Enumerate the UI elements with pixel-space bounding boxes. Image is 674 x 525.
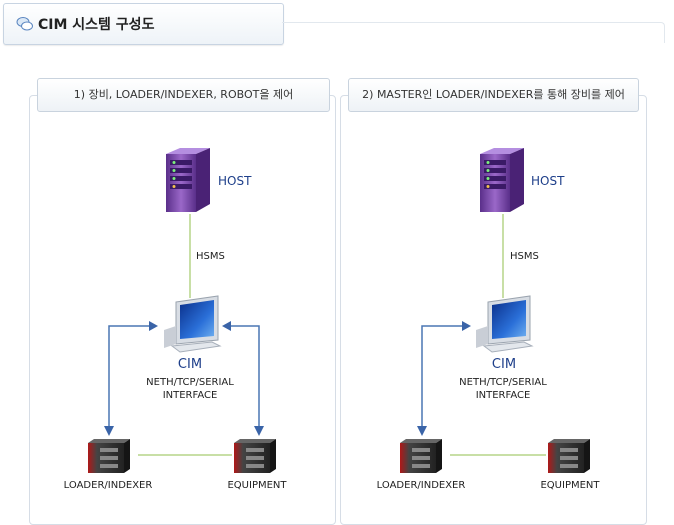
cim-interface-line2: INTERFACE: [475, 390, 531, 401]
speech-bubble-icon: [16, 17, 33, 31]
equipment-label: EQUIPMENT: [227, 480, 287, 491]
panel-1-caption: 1) 장비, LOADER/INDEXER, ROBOT을 제어: [37, 78, 330, 112]
cim-interface-line1: NETH/TCP/SERIAL: [459, 377, 547, 388]
cim-label: CIM: [491, 357, 517, 372]
equipment-label: EQUIPMENT: [540, 480, 600, 491]
loader-plc-icon: [88, 439, 130, 473]
arrow-cim-loader-1: [108, 325, 150, 427]
arrowhead-cim-right-1: [222, 321, 231, 331]
host-label: HOST: [531, 174, 565, 188]
arrowhead-cim-2: [462, 321, 471, 331]
cim-label: CIM: [177, 357, 203, 372]
title-box: CIM 시스템 구성도: [3, 3, 284, 45]
arrowhead-loader-2: [417, 426, 427, 436]
host-server-icon: [480, 148, 524, 212]
title-divider: [282, 22, 665, 43]
hsms-label: HSMS: [196, 251, 225, 262]
panel-2-caption: 2) MASTER인 LOADER/INDEXER를 통해 장비를 제어: [348, 78, 639, 112]
cim-interface-line2: INTERFACE: [162, 390, 218, 401]
host-server-icon: [166, 148, 210, 212]
equipment-plc-icon: [234, 439, 276, 473]
hsms-label: HSMS: [510, 251, 539, 262]
arrow-cim-equipment-1: [230, 325, 260, 427]
page-title: CIM 시스템 구성도: [38, 17, 155, 33]
arrowhead-cim-1: [149, 321, 158, 331]
arrowhead-loader-1: [104, 426, 114, 436]
loader-label: LOADER/INDEXER: [376, 480, 466, 491]
cim-interface-line1: NETH/TCP/SERIAL: [146, 377, 234, 388]
host-label: HOST: [218, 174, 252, 188]
loader-label: LOADER/INDEXER: [63, 480, 153, 491]
arrow-cim-loader-2: [421, 325, 463, 427]
cim-computer-icon: [164, 295, 222, 353]
equipment-plc-icon: [548, 439, 590, 473]
cim-computer-icon: [476, 295, 534, 353]
arrowhead-equipment-1: [254, 426, 264, 436]
loader-plc-icon: [400, 439, 442, 473]
